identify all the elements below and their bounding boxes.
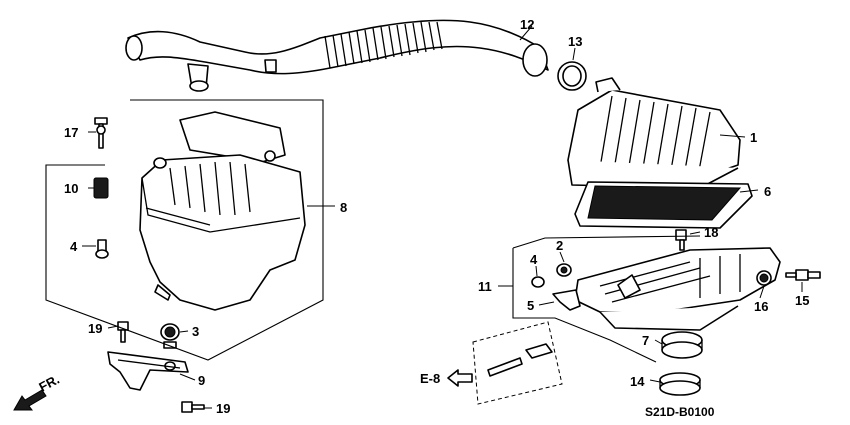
seal-ring-14 — [659, 372, 701, 396]
clip-nut-10 — [93, 177, 109, 199]
callout-18: 18 — [704, 225, 718, 240]
clamp-ring — [557, 61, 587, 91]
grommet-4-left — [95, 239, 109, 259]
hose-detail — [472, 321, 563, 405]
callout-12: 12 — [520, 17, 534, 32]
bracket-9 — [107, 351, 189, 391]
callout-1: 1 — [750, 130, 757, 145]
grommet-4-right — [531, 276, 545, 288]
sensor-15 — [785, 269, 821, 281]
box-8 — [45, 99, 324, 361]
front-arrow-icon — [13, 389, 47, 411]
bolt-19-bottom — [181, 401, 205, 413]
callout-7: 7 — [642, 333, 649, 348]
callout-14: 14 — [630, 374, 645, 389]
intake-duct — [125, 19, 549, 92]
leader-lines — [82, 25, 803, 409]
reference-label: E-8 — [420, 371, 440, 386]
flange-bolt-17 — [94, 117, 108, 149]
callout-3: 3 — [192, 324, 199, 339]
front-indicator: FR. — [13, 372, 62, 411]
bolt-19-top — [117, 321, 129, 343]
callout-4-right: 4 — [530, 252, 538, 267]
filter-element — [574, 181, 753, 229]
grommet-2 — [556, 263, 572, 277]
callout-4-left: 4 — [70, 239, 78, 254]
callout-15: 15 — [795, 293, 809, 308]
callout-5: 5 — [527, 298, 534, 313]
callout-19-bottom: 19 — [216, 401, 230, 416]
air-cleaner-cover — [567, 77, 741, 189]
callout-19-top: 19 — [88, 321, 102, 336]
callout-8: 8 — [340, 200, 347, 215]
callout-10: 10 — [64, 181, 78, 196]
air-cleaner-housing — [574, 247, 781, 331]
resonator-chamber — [139, 111, 306, 311]
callout-16: 16 — [754, 299, 768, 314]
callouts: 12 13 1 6 8 17 10 4 18 2 4 5 11 16 15 7 … — [64, 17, 809, 416]
grommet-16 — [756, 270, 772, 286]
callout-11: 11 — [478, 279, 492, 294]
callout-9: 9 — [198, 373, 205, 388]
diagram-code: S21D-B0100 — [645, 405, 715, 419]
reference-arrow: E-8 — [420, 369, 473, 387]
callout-17: 17 — [64, 125, 78, 140]
clip-5 — [552, 289, 581, 311]
box-11 — [512, 235, 701, 363]
callout-13: 13 — [568, 34, 582, 49]
grommet-18 — [675, 229, 687, 251]
callout-6: 6 — [764, 184, 771, 199]
reference-arrow-icon — [447, 369, 473, 387]
callout-2: 2 — [556, 238, 563, 253]
mount-rubber-3 — [160, 323, 180, 349]
seal-ring-7 — [661, 331, 703, 359]
